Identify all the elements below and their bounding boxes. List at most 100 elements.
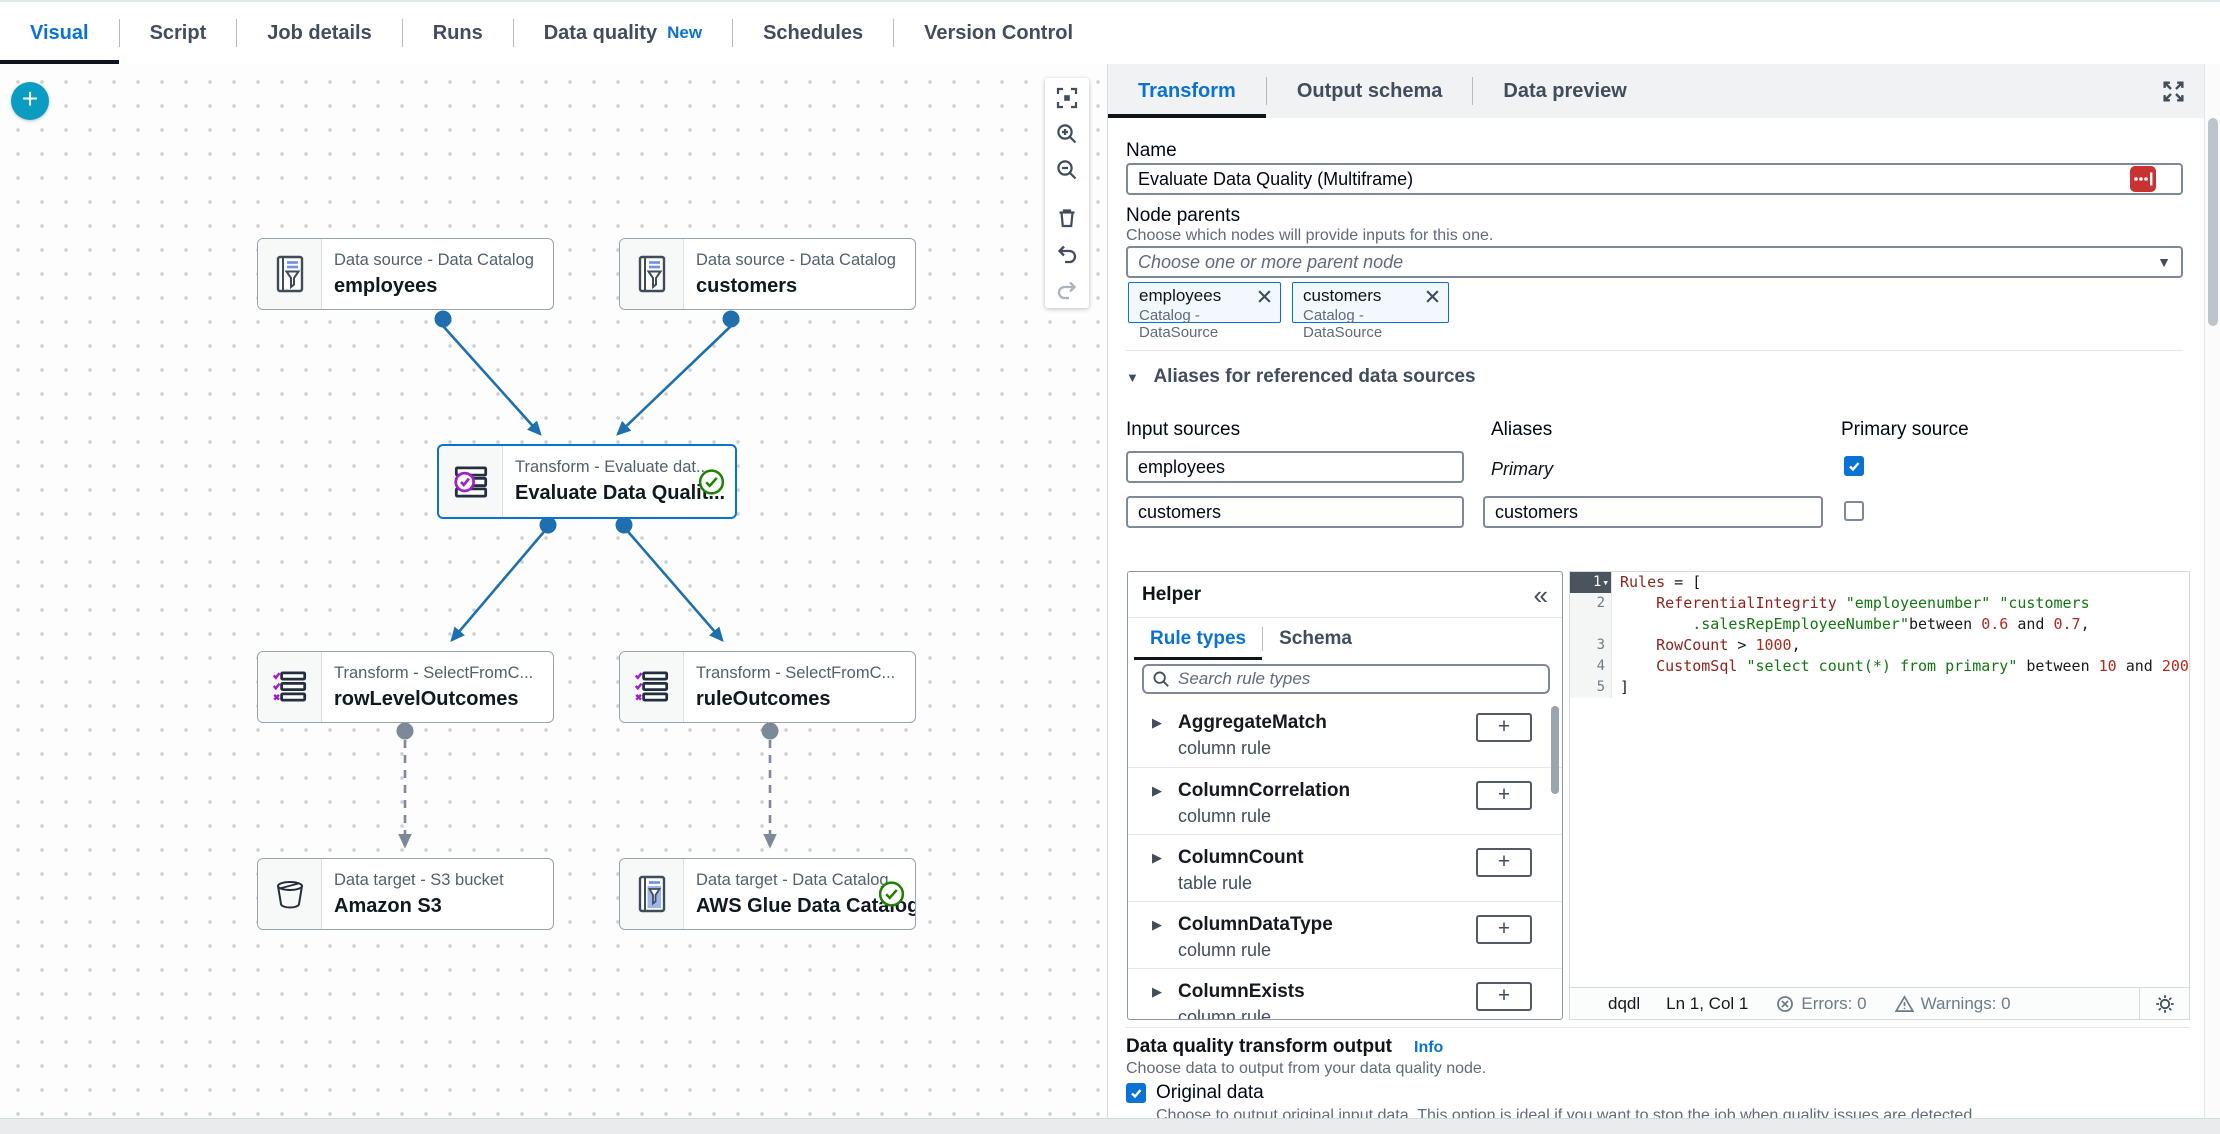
primary-source-checkbox-row2[interactable] bbox=[1844, 501, 1864, 521]
canvas-toolbar bbox=[1045, 78, 1089, 308]
search-icon bbox=[1153, 671, 1169, 687]
add-rule-button[interactable]: + bbox=[1476, 713, 1532, 742]
panel-tabbar: Transform Output schema Data preview bbox=[1108, 64, 2204, 118]
top-tab-version-control[interactable]: Version Control bbox=[894, 2, 1103, 64]
expand-rule-icon[interactable]: ▶ bbox=[1152, 715, 1162, 730]
fit-view-icon[interactable] bbox=[1054, 86, 1080, 110]
helper-tab-schema[interactable]: Schema bbox=[1263, 618, 1368, 660]
expand-panel-icon[interactable] bbox=[2161, 79, 2186, 104]
add-rule-button[interactable]: + bbox=[1476, 915, 1532, 944]
canvas-node-employees[interactable]: Data source - Data Catalog employees bbox=[257, 238, 554, 310]
add-node-button[interactable]: + bbox=[11, 82, 49, 120]
token-type: Catalog - DataSource bbox=[1303, 307, 1383, 341]
panel-tab-output-schema[interactable]: Output schema bbox=[1267, 64, 1473, 118]
expand-rule-icon[interactable]: ▶ bbox=[1152, 917, 1162, 932]
tab-label: Visual bbox=[30, 21, 89, 44]
input-source-row2[interactable] bbox=[1126, 496, 1464, 528]
line-number-gutter: 2 bbox=[1570, 593, 1612, 614]
primary-source-checkbox-row1[interactable] bbox=[1844, 456, 1864, 476]
code-text: CustomSql "select count(*) from primary"… bbox=[1656, 657, 2189, 675]
search-rule-types-input[interactable] bbox=[1178, 669, 1540, 689]
dismiss-token-icon[interactable] bbox=[1257, 289, 1272, 304]
rule-name: ColumnCount bbox=[1178, 847, 1304, 868]
dismiss-token-icon[interactable] bbox=[1425, 289, 1440, 304]
visual-dag-canvas[interactable]: + bbox=[0, 64, 1107, 1118]
info-link[interactable]: Info bbox=[1414, 1039, 1444, 1056]
alias-input-row2[interactable] bbox=[1483, 496, 1823, 528]
tab-label: Job details bbox=[267, 21, 372, 44]
node-name: Evaluate Data Qualit... bbox=[515, 482, 726, 504]
token-label: customers bbox=[1303, 286, 1382, 305]
collapse-helper-icon[interactable]: « bbox=[1533, 579, 1548, 610]
redo-icon[interactable] bbox=[1054, 278, 1080, 302]
code-area[interactable]: 1▾Rules = [2 ReferentialIntegrity "emplo… bbox=[1570, 572, 2189, 987]
expand-rule-icon[interactable]: ▶ bbox=[1152, 783, 1162, 798]
line-number-gutter: 4 bbox=[1570, 656, 1612, 677]
rule-list-scrollbar[interactable] bbox=[1551, 706, 1559, 794]
zoom-in-icon[interactable] bbox=[1054, 122, 1080, 146]
panel-scrollbar-track[interactable] bbox=[2204, 64, 2220, 1120]
panel-scrollbar-thumb[interactable] bbox=[2208, 118, 2218, 326]
add-rule-button[interactable]: + bbox=[1476, 848, 1532, 877]
top-tab-job-details[interactable]: Job details bbox=[237, 2, 401, 64]
aliases-column-header: Aliases bbox=[1491, 419, 1553, 440]
evaluate-dq-icon bbox=[439, 446, 503, 517]
select-from-collection-icon bbox=[258, 652, 322, 722]
add-rule-button[interactable]: + bbox=[1476, 781, 1532, 810]
catalog-target-icon bbox=[620, 859, 684, 929]
original-data-checkbox[interactable] bbox=[1126, 1083, 1146, 1103]
parent-token-customers[interactable]: customers Catalog - DataSource bbox=[1292, 282, 1449, 341]
tab-label: Transform bbox=[1138, 79, 1236, 102]
rule-name: ColumnExists bbox=[1178, 981, 1305, 1002]
node-name: employees bbox=[334, 274, 438, 297]
top-tab-schedules[interactable]: Schedules bbox=[733, 2, 893, 64]
tab-label: Output schema bbox=[1296, 79, 1443, 102]
primary-source-column-header: Primary source bbox=[1841, 419, 1969, 440]
alias-row1-value: Primary bbox=[1491, 459, 1553, 479]
add-rule-button[interactable]: + bbox=[1476, 982, 1532, 1011]
page-footer-strip bbox=[0, 1118, 2220, 1134]
panel-tab-transform[interactable]: Transform bbox=[1108, 64, 1266, 118]
top-tab-runs[interactable]: Runs bbox=[403, 2, 513, 64]
node-parents-help: Choose which nodes will provide inputs f… bbox=[1126, 227, 1494, 244]
editor-settings-gear-icon[interactable] bbox=[2139, 987, 2189, 1020]
node-type-label: Data target - S3 bucket bbox=[334, 870, 504, 889]
parent-token-employees[interactable]: employees Catalog - DataSource bbox=[1128, 282, 1281, 341]
node-name: customers bbox=[696, 274, 798, 297]
node-parents-label: Node parents bbox=[1126, 205, 1241, 226]
aliases-section-toggle[interactable]: ▼ Aliases for referenced data sources bbox=[1126, 366, 1476, 388]
name-input[interactable] bbox=[1126, 163, 2183, 195]
rule-name: AggregateMatch bbox=[1178, 712, 1327, 733]
section-caret-icon: ▼ bbox=[1126, 370, 1139, 385]
zoom-out-icon[interactable] bbox=[1054, 158, 1080, 182]
expand-rule-icon[interactable]: ▶ bbox=[1152, 850, 1162, 865]
tab-label: Runs bbox=[432, 21, 483, 44]
canvas-node-ruleOutcomes[interactable]: Transform - SelectFromC...ruleOutcomes bbox=[619, 651, 916, 723]
top-tab-visual[interactable]: Visual bbox=[0, 2, 119, 64]
input-source-row1[interactable] bbox=[1126, 451, 1464, 483]
helper-title: Helper bbox=[1142, 583, 1202, 605]
token-label: employees bbox=[1139, 286, 1222, 305]
top-tab-script[interactable]: Script bbox=[120, 2, 237, 64]
node-type-label: Data source - Data Catalog bbox=[334, 250, 534, 269]
canvas-node-edq[interactable]: Transform - Evaluate dat...Evaluate Data… bbox=[437, 444, 737, 519]
dq-output-help: Choose data to output from your data qua… bbox=[1126, 1060, 1487, 1077]
extension-badge-icon[interactable] bbox=[2130, 166, 2156, 192]
delete-node-icon[interactable] bbox=[1054, 206, 1080, 230]
canvas-node-rowLevelOutcomes[interactable]: Transform - SelectFromC...rowLevelOutcom… bbox=[257, 651, 554, 723]
expand-rule-icon[interactable]: ▶ bbox=[1152, 984, 1162, 999]
code-line: 1▾Rules = [ bbox=[1570, 572, 2189, 593]
helper-tab-rule-types[interactable]: Rule types bbox=[1134, 618, 1263, 660]
dag-edges bbox=[396, 310, 779, 849]
fold-caret-icon[interactable]: ▾ bbox=[1602, 576, 1609, 589]
parent-node-select[interactable]: Choose one or more parent node ▼ bbox=[1126, 246, 2183, 278]
undo-icon[interactable] bbox=[1054, 242, 1080, 266]
rule-kind: column rule bbox=[1178, 806, 1272, 826]
panel-tab-data-preview[interactable]: Data preview bbox=[1473, 64, 1656, 118]
